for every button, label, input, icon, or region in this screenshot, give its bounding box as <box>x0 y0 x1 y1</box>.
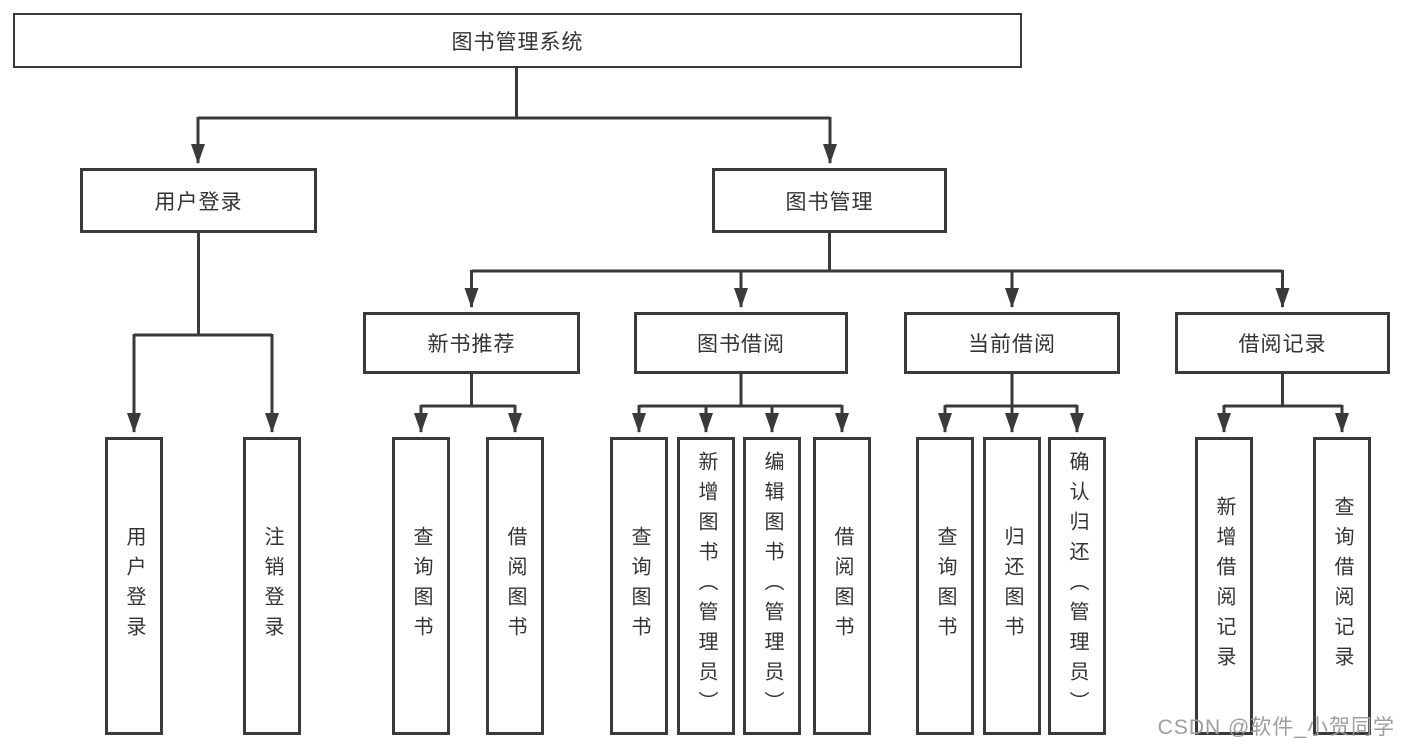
leaf-query-book-recommend: 查询图书 <box>392 437 450 735</box>
leaf-add-borrow-record: 新增借阅记录 <box>1195 437 1253 735</box>
node-library-management-system: 图书管理系统 <box>13 13 1022 68</box>
leaf-return-book: 归还图书 <box>983 437 1041 735</box>
node-new-book-recommend: 新书推荐 <box>363 312 580 374</box>
node-borrow-records: 借阅记录 <box>1175 312 1390 374</box>
node-book-management: 图书管理 <box>712 168 947 233</box>
leaf-user-login: 用户登录 <box>105 437 163 735</box>
leaf-query-book-borrow: 查询图书 <box>610 437 668 735</box>
node-current-borrow: 当前借阅 <box>904 312 1120 374</box>
leaf-borrow-book-recommend: 借阅图书 <box>486 437 544 735</box>
node-user-login: 用户登录 <box>80 168 317 233</box>
leaf-borrow-book: 借阅图书 <box>813 437 871 735</box>
csdn-watermark: CSDN @软件_小贺同学 <box>1157 716 1395 739</box>
leaf-edit-book-admin: 编辑图书（管理员） <box>743 437 801 735</box>
leaf-query-borrow-record: 查询借阅记录 <box>1313 437 1371 735</box>
leaf-logout: 注销登录 <box>243 437 301 735</box>
leaf-confirm-return-admin: 确认归还（管理员） <box>1048 437 1106 735</box>
leaf-add-book-admin: 新增图书（管理员） <box>677 437 735 735</box>
leaf-query-book-current: 查询图书 <box>916 437 974 735</box>
node-book-borrow: 图书借阅 <box>634 312 848 374</box>
